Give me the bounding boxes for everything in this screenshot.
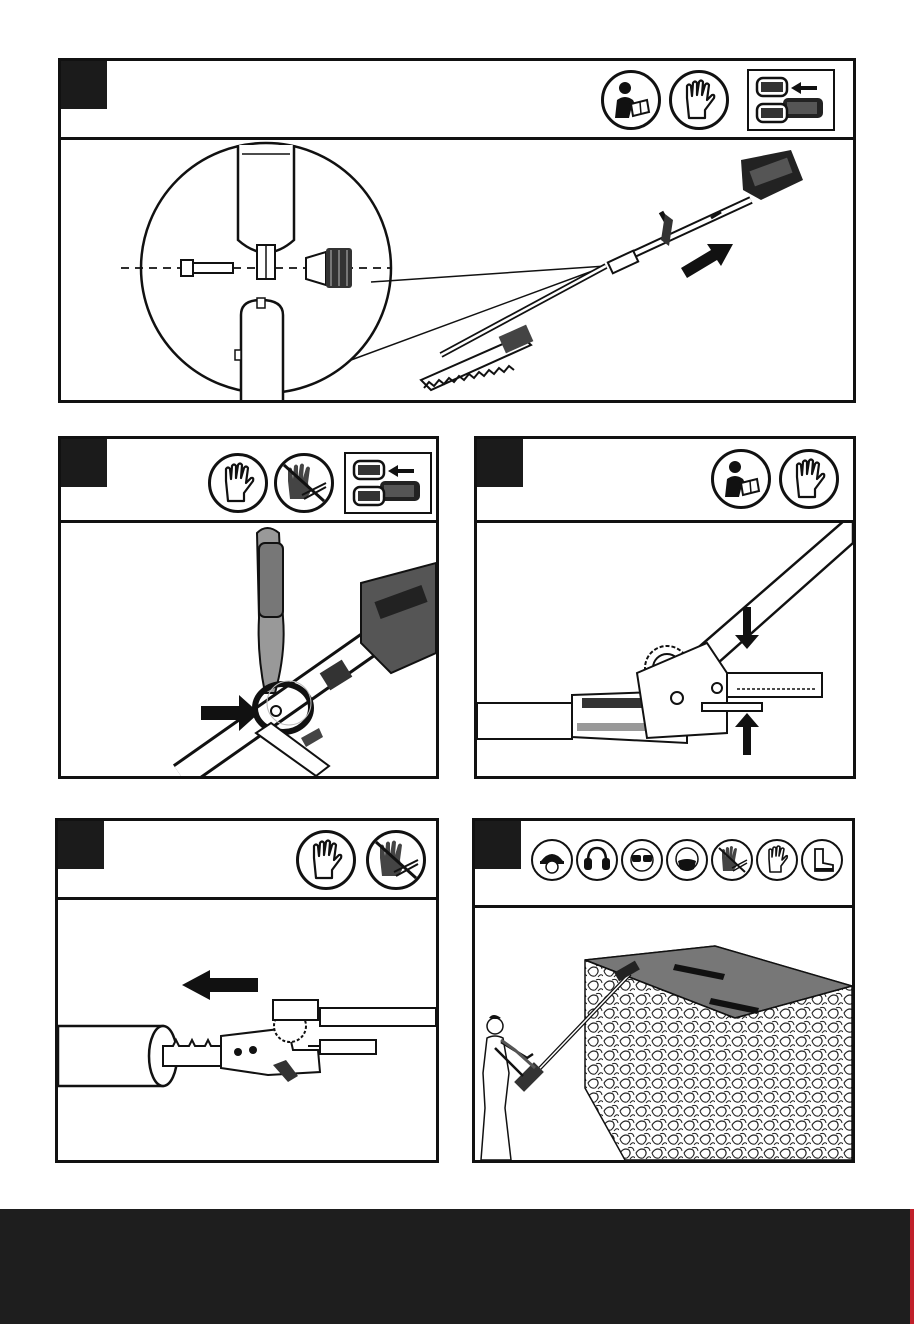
panel-header [58,821,436,900]
footer-accent-edge [910,1209,914,1324]
hard-hat-icon [531,839,573,881]
panel-header [61,439,436,523]
illustration-shoulder-strap [61,523,436,776]
panel-operation [472,818,855,1163]
wear-gloves-icon [208,453,268,513]
wear-gloves-icon [669,70,729,130]
dust-mask-icon [666,839,708,881]
remove-battery-icon [747,69,835,131]
step-number-box [61,439,107,487]
ear-protection-icon [576,839,618,881]
footer-bar [0,1209,914,1324]
no-touch-blade-icon [711,839,753,881]
wear-gloves-icon [756,839,798,881]
panel-header [475,821,852,908]
step-number-box [61,61,107,109]
illustration-head-angle [477,523,853,776]
illustration-operation [475,908,852,1160]
read-manual-icon [601,70,661,130]
panel-blade-cover [55,818,439,1163]
panel-attach-shoulder-strap [58,436,439,779]
illustration-attachment-assembly [61,140,853,400]
wear-gloves-icon [296,830,356,890]
remove-battery-icon [344,452,432,514]
panel-header [61,61,853,140]
step-number-box [477,439,523,487]
no-touch-blade-icon [274,453,334,513]
safety-boots-icon [801,839,843,881]
panel-header [477,439,853,523]
wear-gloves-icon [779,449,839,509]
panel-adjust-head-angle [474,436,856,779]
step-number-box [475,821,521,869]
step-number-box [58,821,104,869]
safety-glasses-icon [621,839,663,881]
no-touch-blade-icon [366,830,426,890]
read-manual-icon [711,449,771,509]
panel-assemble-attachment [58,58,856,403]
illustration-blade-cover [58,900,436,1160]
